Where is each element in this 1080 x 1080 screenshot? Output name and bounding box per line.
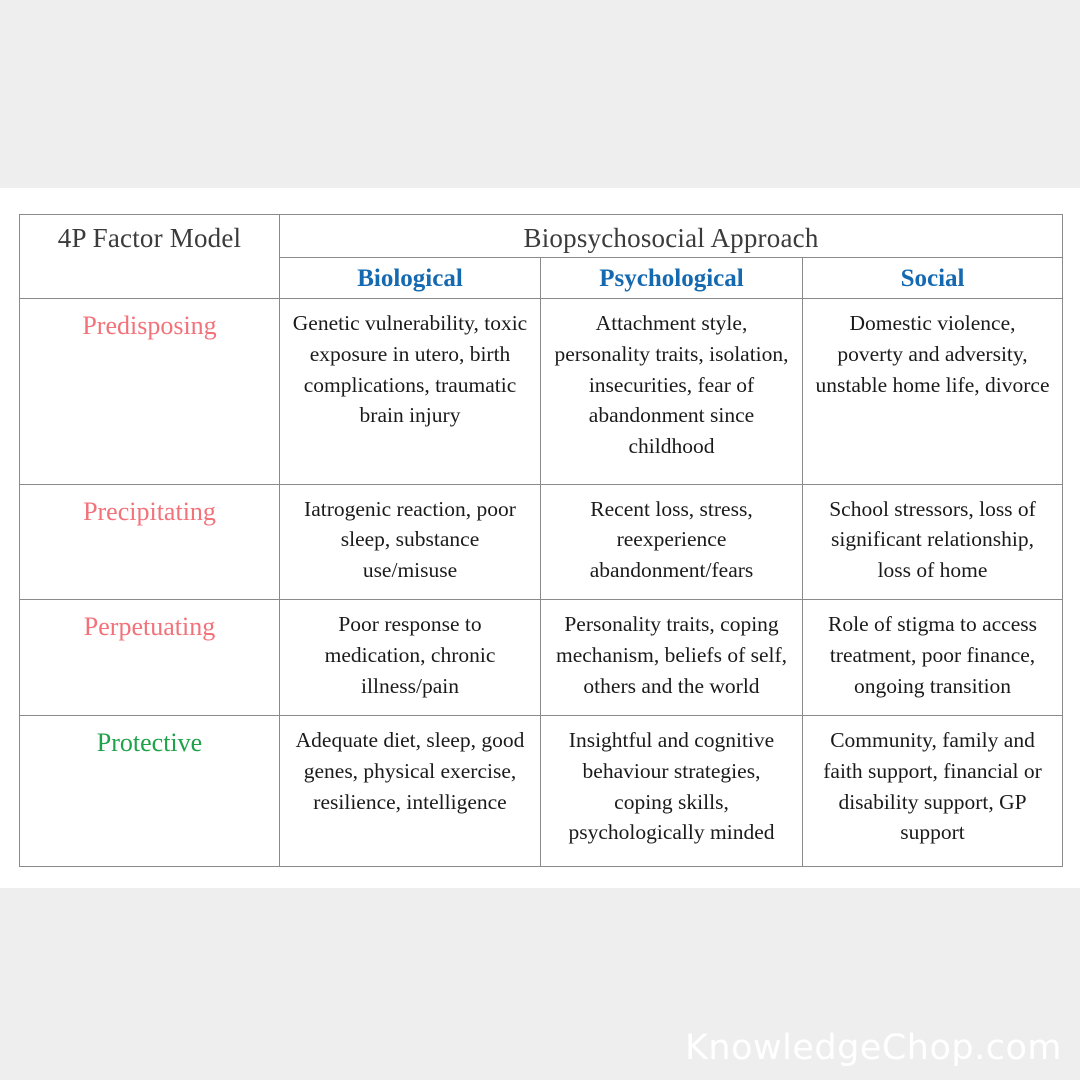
cell-predisposing-social: Domestic violence, poverty and adversity…: [801, 298, 1064, 485]
cell-protective-biological: Adequate diet, sleep, good genes, physic…: [279, 715, 541, 867]
header-domain-biological: Biological: [279, 257, 541, 300]
table-header-row-top: 4P Factor Model Biopsychosocial Approach: [19, 213, 1064, 300]
cell-perpetuating-social: Role of stigma to access treatment, poor…: [801, 599, 1064, 717]
factor-label-predisposing: Predisposing: [19, 298, 280, 485]
table-row-precipitating: Precipitating Iatrogenic reaction, poor …: [19, 483, 1064, 601]
table-header-row-domains: Biological Psychological Social: [20, 257, 1064, 300]
fourp-biopsychosocial-table: 4P Factor Model Biopsychosocial Approach…: [19, 213, 1064, 867]
factor-label-precipitating: Precipitating: [19, 483, 280, 601]
cell-protective-social: Community, family and faith support, fin…: [801, 715, 1064, 867]
factor-label-perpetuating: Perpetuating: [19, 599, 280, 717]
cell-precipitating-psychological: Recent loss, stress, reexperience abando…: [540, 483, 803, 601]
header-biopsychosocial-approach: Biopsychosocial Approach: [278, 213, 1064, 259]
cell-protective-psychological: Insightful and cognitive behaviour strat…: [540, 715, 803, 867]
table-row-protective: Protective Adequate diet, sleep, good ge…: [19, 715, 1064, 867]
cell-perpetuating-psychological: Personality traits, coping mechanism, be…: [540, 599, 803, 717]
header-domain-psychological: Psychological: [540, 257, 803, 300]
watermark-knowledgechop: KnowledgeChop.com: [684, 1028, 1062, 1068]
cell-predisposing-psychological: Attachment style, personality traits, is…: [540, 298, 803, 485]
cell-predisposing-biological: Genetic vulnerability, toxic exposure in…: [279, 298, 541, 485]
cell-precipitating-social: School stressors, loss of significant re…: [801, 483, 1064, 601]
cell-perpetuating-biological: Poor response to medication, chronic ill…: [279, 599, 541, 717]
cell-precipitating-biological: Iatrogenic reaction, poor sleep, substan…: [279, 483, 541, 601]
factor-label-protective: Protective: [19, 715, 280, 867]
table-row-predisposing: Predisposing Genetic vulnerability, toxi…: [19, 298, 1064, 485]
header-domain-social: Social: [801, 257, 1064, 300]
table-row-perpetuating: Perpetuating Poor response to medication…: [19, 599, 1064, 717]
header-4p-factor-model: 4P Factor Model: [19, 213, 280, 300]
fourp-biopsychosocial-table-wrapper: 4P Factor Model Biopsychosocial Approach…: [19, 213, 1064, 867]
